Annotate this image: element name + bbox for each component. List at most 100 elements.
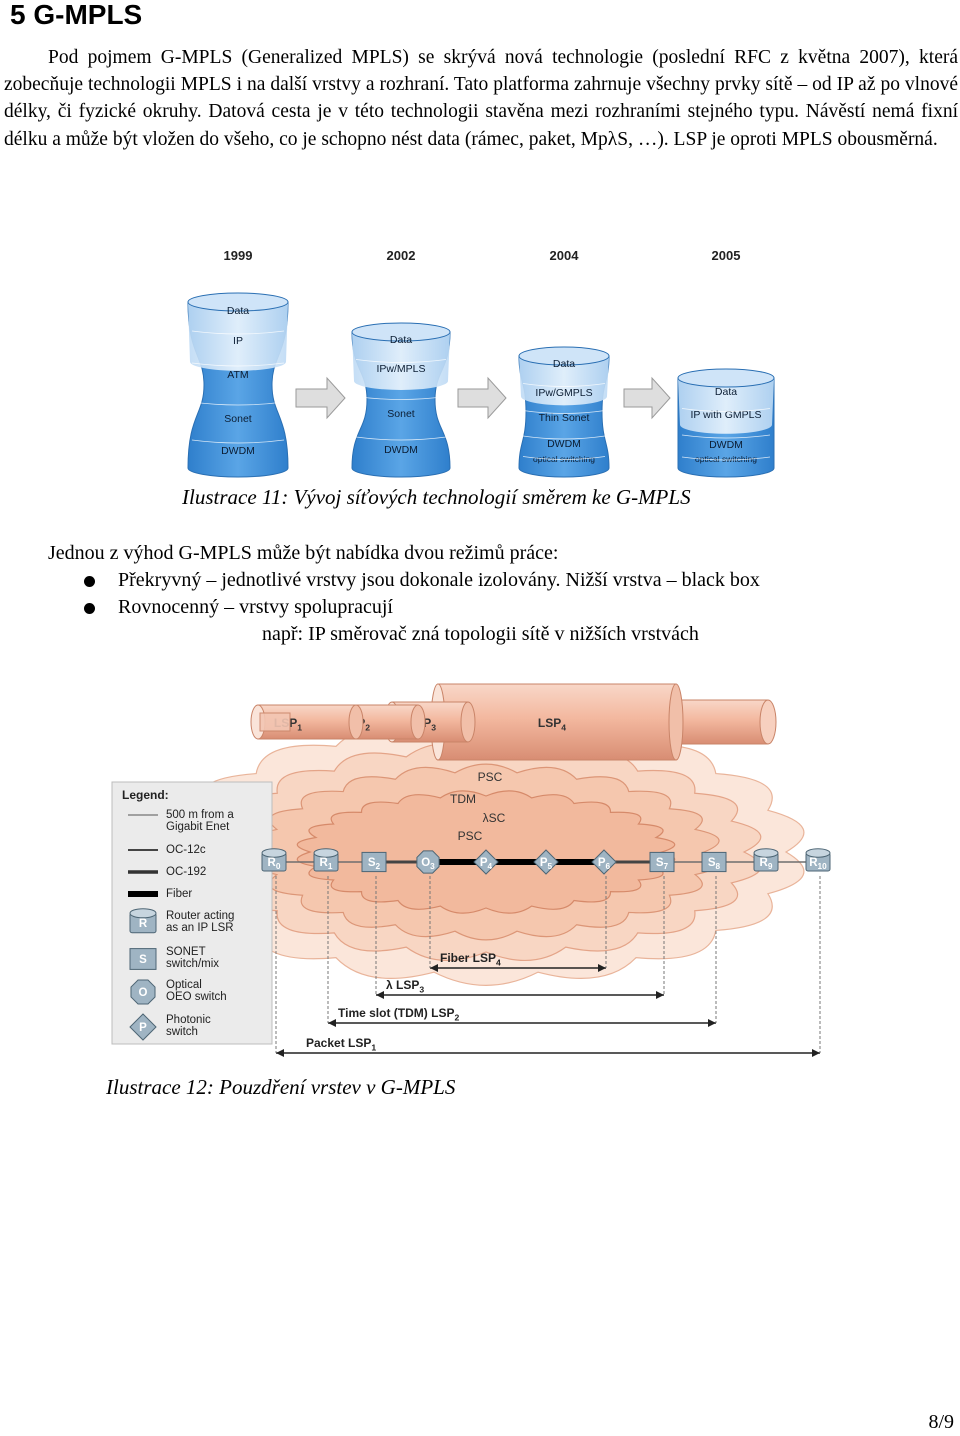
span-arrowhead [708,1019,716,1027]
legend-entry: OC-12c [128,844,206,856]
bullet-icon [84,576,95,587]
stack-top [677,368,775,388]
stack-layer-label: optical switching [695,454,757,464]
span-label: Time slot (TDM) LSP2 [338,1006,459,1022]
stack-layer-label: optical switching [533,454,595,464]
stack-separator [522,456,606,460]
tube-end [460,701,476,743]
stack-layer-label: ATM [227,369,248,381]
legend-entry-label: Fiber [166,888,192,900]
router-top [129,908,157,919]
modes-lead: Jednou z výhod G-MPLS může být nabídka d… [48,542,559,564]
page-number: 8/9 [928,1411,954,1433]
stack-light-band [188,302,288,371]
switch-shape [129,948,157,970]
lsp-tube: LSP4 [430,683,777,761]
router-top [805,848,831,858]
stack-separator [355,436,447,441]
stack-separator [355,396,447,400]
mode-example: např: IP směrovač zná topologii sítě v n… [262,623,699,645]
stack-layer-label: Data [227,305,249,317]
stack-layer-label: DWDM [709,439,743,451]
legend-entry-label: switch [166,1026,198,1038]
legend-entry-label: Gigabit Enet [166,821,230,833]
node-label: P4 [480,857,493,871]
span-arrowhead [598,964,606,972]
span-label: Fiber LSP4 [440,951,501,967]
photonic-switch-shape [591,849,617,875]
tube-body [437,683,677,761]
legend-node-icon: O [130,979,156,1005]
switch-shape [649,851,675,873]
stack-separator [522,410,606,414]
tube-end [759,699,777,745]
stack-separator [681,456,771,461]
stack-light-band [678,378,774,434]
legend-entry-label: Photonic [166,1014,211,1026]
node-label: R0 [268,857,281,871]
node-label: R1 [320,857,333,871]
stack-layer-label: Data [553,358,575,370]
photonic-switch-shape [533,849,559,875]
node-label: P6 [598,857,611,871]
tube-end [668,683,684,761]
stack-layer-label: Data [715,386,737,398]
oeo-switch-shape [416,850,440,874]
photonic-switch-shape [473,849,499,875]
node-label: P [139,1022,147,1034]
lsp-span: Packet LSP1 [275,876,821,1057]
node-label: O [139,987,148,999]
router-top [753,848,779,858]
stack-layer-label: IP [233,335,243,347]
stack-layer-label: DWDM [384,444,418,456]
bullet-icon [84,603,95,614]
stack-separator [522,435,606,440]
span-arrowhead [812,1049,820,1057]
transition-arrow [295,376,346,420]
cloud-layer-label: TDM [450,792,476,806]
router-top [261,848,287,858]
legend-entry-label: 500 m from a [166,809,234,821]
switch-shape [701,851,727,873]
legend-entry-label: OC-12c [166,844,206,856]
network-node: S2 [361,851,387,873]
network-node: R1 [313,848,339,872]
node-label: S2 [368,857,381,871]
stack-layer-label: IPw/MPLS [376,363,425,375]
stack-layer-label: Data [390,334,412,346]
legend-entry-label: SONET [166,946,206,958]
stack-separator [522,383,606,387]
span-arrowhead [430,964,438,972]
span-arrowhead [276,1049,284,1057]
stack-layer-label: Sonet [224,413,252,425]
legend-entry-label: switch/mix [166,958,219,970]
legend-node-icon: S [129,948,157,970]
stack-top [187,292,289,312]
mode-overlay: Překryvný – jednotlivé vrstvy jsou dokon… [118,569,760,591]
stack-layer-label: Sonet [387,408,415,420]
legend-entry: Fiber [128,888,192,900]
figure1-caption: Ilustrace 11: Vývoj síťových technologií… [182,485,691,509]
transition-arrow [623,376,671,420]
transition-arrow [457,376,507,420]
cloud-layer-label: λSC [483,811,506,825]
stack-light-band [519,356,609,406]
node-label: P5 [540,857,553,871]
stack-separator [191,362,285,367]
span-label: λ LSP3 [386,978,424,994]
legend-entry-label: as an IP LSR [166,922,234,934]
network-node: S8 [701,851,727,873]
node-label: S7 [656,857,669,871]
legend-title: Legend: [122,788,169,802]
section-heading: 5 G-MPLS [10,0,143,30]
router-top [313,848,339,858]
switch-shape [361,851,387,873]
